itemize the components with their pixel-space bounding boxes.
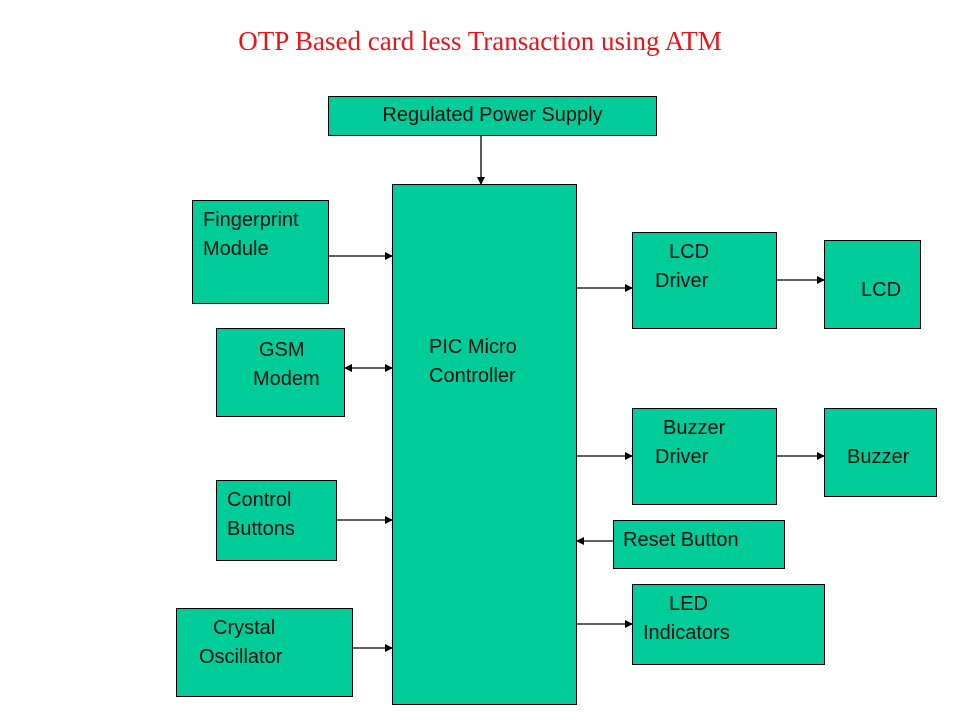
fingerprint-module-block: Fingerprint Module xyxy=(192,200,329,304)
buzzer-driver-block: Buzzer Driver xyxy=(632,408,777,505)
control-buttons-block: Control Buttons xyxy=(216,480,337,561)
gsm-modem-block: GSM Modem xyxy=(216,328,345,417)
lcd-driver-label-line1: LCD xyxy=(669,241,710,263)
buzzer-block: Buzzer xyxy=(824,408,937,497)
pic-label-line1: PIC Micro xyxy=(429,336,517,358)
gsm-label-line2: Modem xyxy=(253,368,320,390)
pic-label-line2: Controller xyxy=(429,365,516,387)
crystal-label-line1: Crystal xyxy=(213,617,276,639)
buzzer-label: Buzzer xyxy=(847,446,910,468)
lcd-driver-label-line2: Driver xyxy=(655,270,709,292)
fingerprint-label-line2: Module xyxy=(203,238,269,260)
buzzer-driver-label-line1: Buzzer xyxy=(663,417,726,439)
reset-button-block: Reset Button xyxy=(613,520,785,569)
buzzer-driver-label-line2: Driver xyxy=(655,446,709,468)
lcd-block: LCD xyxy=(824,240,921,329)
control-buttons-label-line1: Control xyxy=(227,489,292,511)
lcd-driver-block: LCD Driver xyxy=(632,232,777,329)
power-supply-label: Regulated Power Supply xyxy=(382,104,603,126)
led-indicators-block: LED Indicators xyxy=(632,584,825,665)
crystal-oscillator-block: Crystal Oscillator xyxy=(176,608,353,697)
gsm-label-line1: GSM xyxy=(259,339,305,361)
led-label-line1: LED xyxy=(669,593,708,615)
power-supply-block: Regulated Power Supply xyxy=(328,96,657,136)
crystal-label-line2: Oscillator xyxy=(199,646,283,668)
lcd-label: LCD xyxy=(861,279,902,301)
pic-microcontroller-block: PIC Micro Controller xyxy=(392,184,577,705)
fingerprint-label-line1: Fingerprint xyxy=(203,209,299,231)
reset-button-label: Reset Button xyxy=(623,529,739,551)
diagram-title: OTP Based card less Transaction using AT… xyxy=(238,26,722,56)
control-buttons-label-line2: Buttons xyxy=(227,518,295,540)
led-label-line2: Indicators xyxy=(643,622,730,644)
